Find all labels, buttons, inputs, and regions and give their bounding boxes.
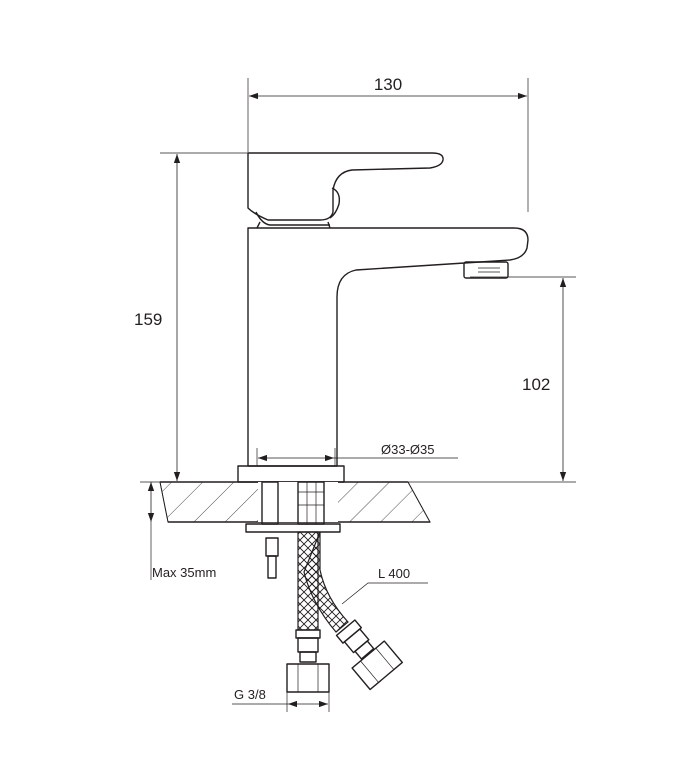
thread-label: G 3/8: [234, 687, 266, 702]
height-dimension: 159: [134, 152, 250, 481]
max-thickness-dimension: Max 35mm: [147, 482, 216, 580]
width-label: 130: [374, 75, 402, 94]
max-thickness-label: Max 35mm: [152, 565, 216, 580]
hose-nut-bent: [351, 640, 403, 691]
faucet-body: [247, 221, 529, 467]
bent-hose: [303, 531, 403, 691]
faucet-handle: [247, 152, 444, 226]
spout-height-dimension: 102: [470, 276, 576, 481]
threaded-rod: [265, 537, 279, 579]
aerator: [463, 261, 509, 279]
base-flange: [237, 465, 345, 483]
diameter-dimension: Ø33-Ø35: [256, 442, 458, 466]
hose-nut-straight: [286, 663, 330, 693]
hose-length-callout: L 400: [341, 566, 428, 605]
hose-length-label: L 400: [378, 566, 410, 581]
spout-height-label: 102: [522, 375, 550, 394]
countertop: [159, 481, 431, 525]
diameter-label: Ø33-Ø35: [381, 442, 434, 457]
width-dimension: 130: [247, 75, 529, 212]
thread-dimension: G 3/8: [232, 687, 330, 712]
height-label: 159: [134, 310, 162, 329]
fixing-washer: [245, 523, 341, 533]
